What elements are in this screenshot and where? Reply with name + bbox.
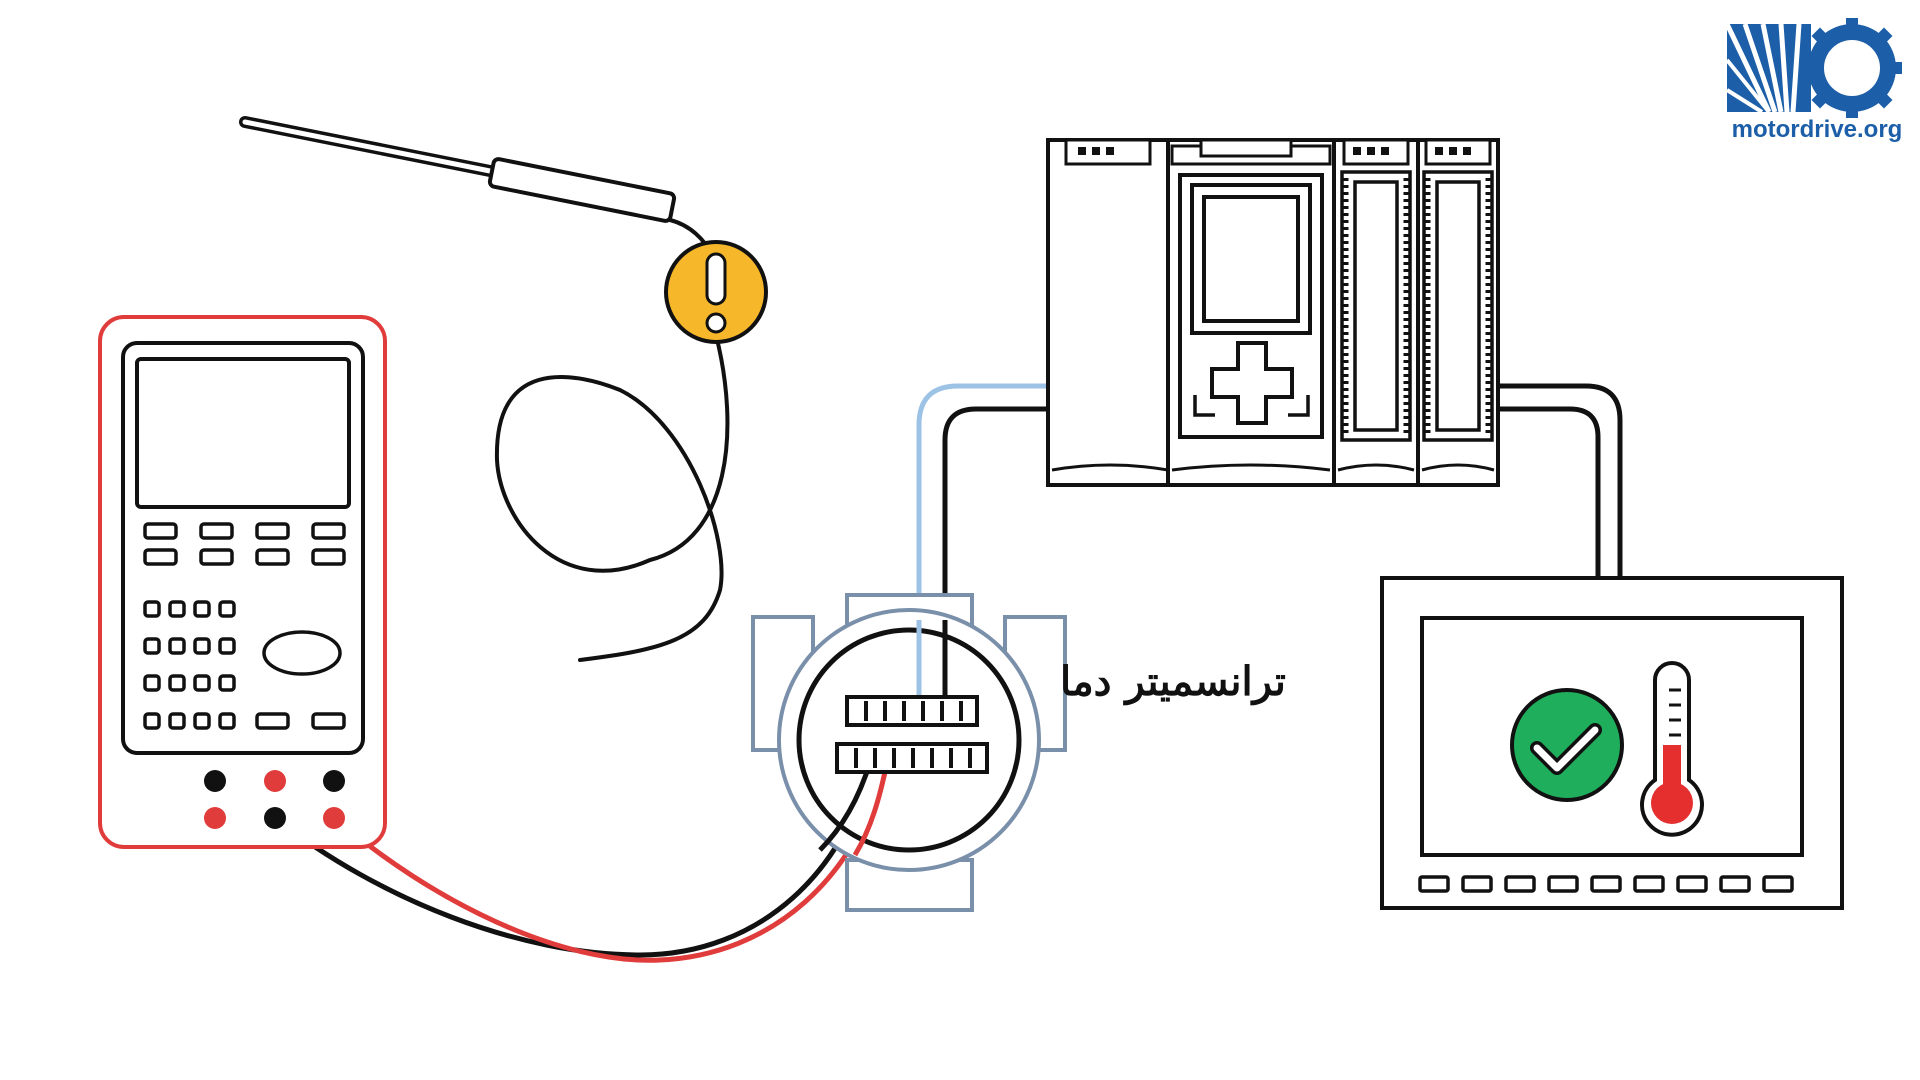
cpu-dpad-icon: [1210, 341, 1294, 425]
signal-wire-blue: [916, 383, 1051, 726]
hmi-cable-inner: [1495, 406, 1601, 581]
test-lead-red: [272, 749, 892, 963]
motordrive-logo-icon: [1724, 18, 1902, 118]
wires: [272, 218, 1623, 963]
thermometer-icon: [1640, 661, 1704, 837]
transmitter-face: [796, 627, 1022, 853]
check-circle-icon: [1510, 688, 1624, 802]
temperature-probe: [239, 116, 677, 223]
multimeter-function-keys: [143, 522, 346, 566]
probe-rod-inner: [242, 119, 498, 175]
logo-text: motordrive.org: [1731, 116, 1903, 143]
hmi-panel: [1380, 576, 1844, 910]
multimeter-dial: [262, 630, 342, 676]
terminal-block-upper: [845, 695, 979, 727]
temperature-transmitter: [751, 593, 1067, 912]
terminal-block-lower: [835, 742, 989, 774]
transmitter-label: ترانسمیتر دما: [1060, 658, 1286, 705]
hmi-cable-outer: [1495, 383, 1623, 581]
multimeter-display: [135, 357, 351, 509]
test-lead-black: [272, 749, 876, 958]
multimeter: [98, 315, 387, 849]
plc-io-module-1: [1332, 138, 1420, 487]
signal-wire-black: [942, 406, 1051, 726]
warning-badge: [664, 240, 768, 344]
probe-handle: [487, 157, 677, 223]
plc-rack: [1046, 138, 1500, 487]
plc-power-module: [1046, 138, 1174, 487]
multimeter-keypad: [143, 600, 346, 730]
plc-io-module-2: [1416, 138, 1500, 487]
multimeter-jacks: [204, 770, 345, 829]
probe-cable-loop: [494, 333, 730, 662]
hmi-buttons: [1418, 875, 1794, 893]
plc-cpu-module: [1166, 138, 1336, 487]
